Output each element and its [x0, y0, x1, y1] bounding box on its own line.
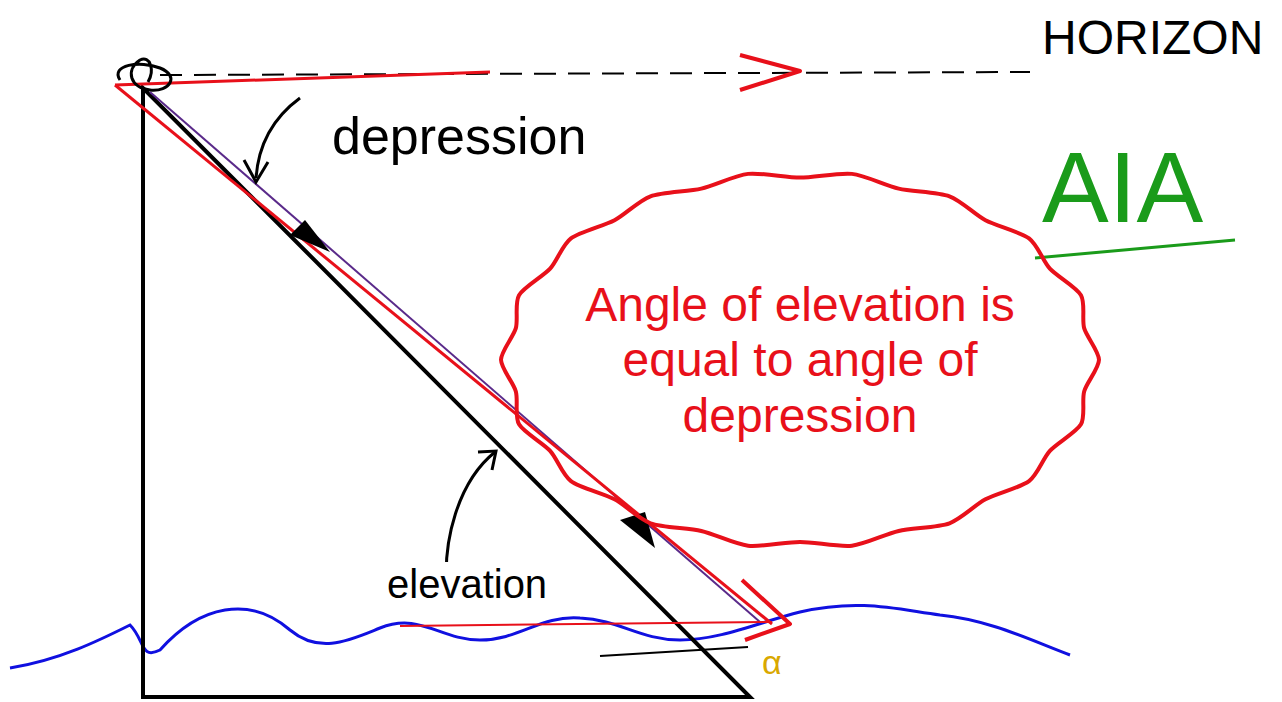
right-triangle	[143, 88, 750, 697]
angle-label: elevation	[385, 562, 549, 606]
underline	[1035, 240, 1235, 258]
arrowhead	[740, 55, 800, 90]
angle-arrow	[256, 98, 300, 178]
water-line	[10, 605, 1070, 668]
cloud-callout: Angle of elevation is equal to angle of …	[497, 167, 1103, 553]
direction-mark	[290, 220, 330, 252]
cloud-outline	[501, 174, 1099, 546]
horizon-line	[160, 72, 1030, 75]
angle-symbol: α	[760, 644, 784, 681]
boat-horizontal	[400, 622, 772, 626]
angle-label: depression	[330, 108, 588, 165]
pointer-line	[600, 647, 748, 656]
horizon-label: HORIZON	[1040, 12, 1265, 65]
callout-text: Angle of elevation is equal to angle of …	[575, 277, 1025, 443]
observer-symbol	[118, 59, 171, 90]
arrowhead	[742, 580, 790, 640]
arrowhead	[244, 160, 268, 182]
note-label: AIA	[1040, 132, 1205, 242]
arrowhead	[478, 451, 496, 470]
